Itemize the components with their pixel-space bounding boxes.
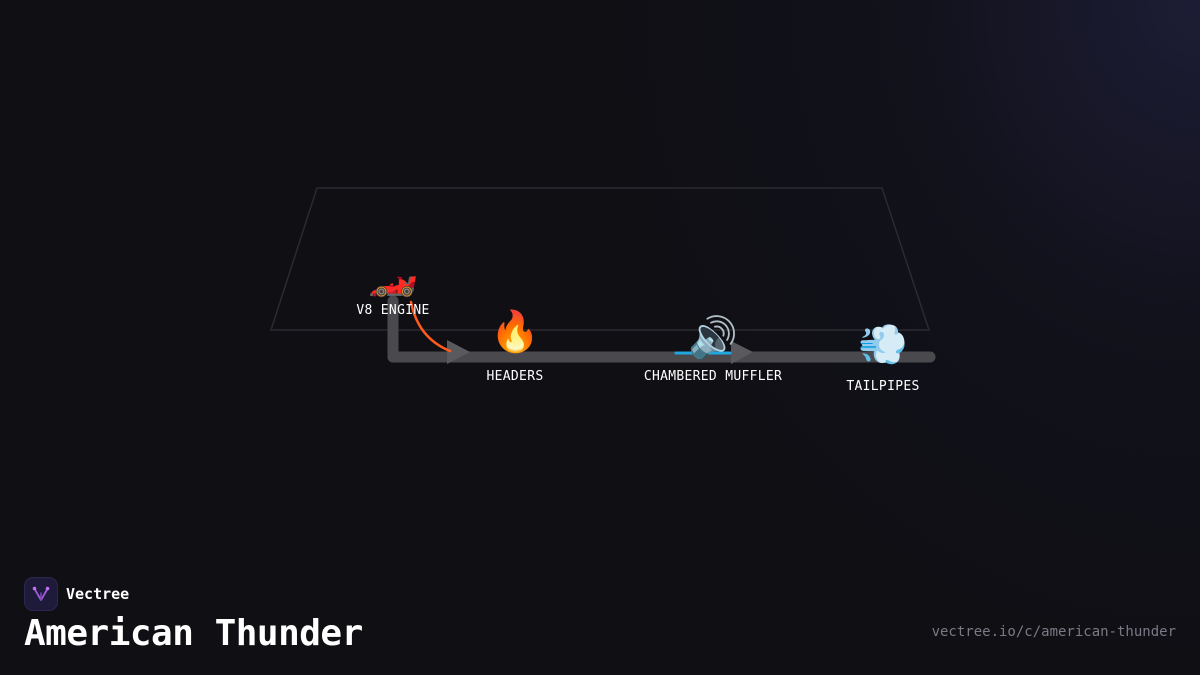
brand-name: Vectree: [66, 585, 130, 603]
engine-to-headers-flow: [409, 300, 452, 353]
vectree-logo-icon: [24, 577, 58, 611]
brand: Vectree: [24, 577, 129, 611]
pipe-flow-arrow-1: [447, 340, 470, 364]
node-label-tailpipes: TAILPIPES: [846, 379, 920, 394]
source-url[interactable]: vectree.io/c/american-thunder: [931, 624, 1176, 640]
node-label-chambered-muffler: CHAMBERED MUFFLER: [643, 369, 783, 384]
dash-away-icon: 💨: [858, 322, 908, 368]
race-car-icon: 🏎️: [368, 253, 418, 299]
page-title: American Thunder: [24, 613, 363, 654]
fire-icon: 🔥: [490, 309, 540, 355]
node-label-v8-engine: V8 ENGINE: [356, 303, 430, 318]
perspective-plane: [269, 187, 931, 331]
pipe-flow-arrow-2: [731, 341, 753, 364]
speaker-icon: 🔊: [688, 315, 738, 361]
node-label-headers: HEADERS: [486, 369, 544, 384]
